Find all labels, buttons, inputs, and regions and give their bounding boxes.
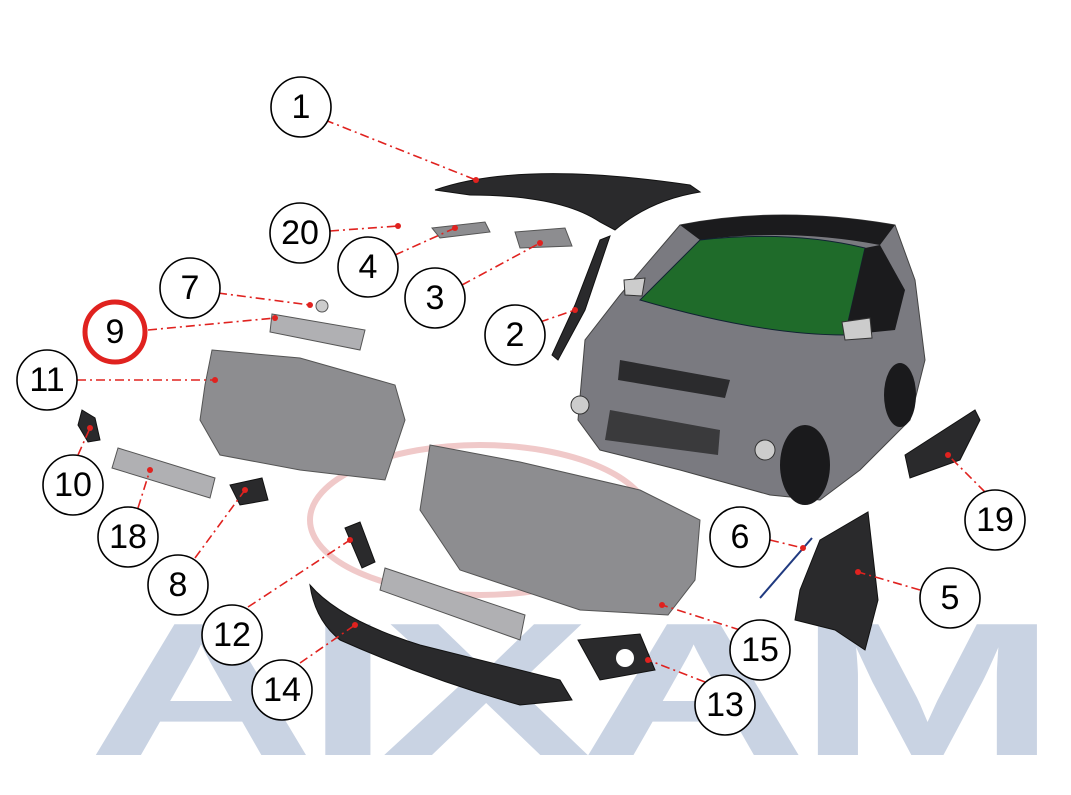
callout-6: 6 (709, 506, 771, 568)
part-lower-grille (379, 567, 526, 641)
callout-8: 8 (147, 554, 209, 616)
callout-7: 7 (159, 257, 221, 319)
part-badge (315, 299, 329, 313)
callout-3: 3 (404, 267, 466, 329)
svg-text:2: 2 (506, 316, 525, 354)
part-grille (269, 313, 366, 351)
callout-15: 15 (729, 619, 791, 681)
car-illustration (570, 214, 926, 505)
svg-text:20: 20 (281, 214, 319, 252)
part-roof (434, 173, 702, 231)
svg-text:10: 10 (54, 466, 92, 504)
part-fog-cover-8 (229, 477, 269, 506)
callout-5: 5 (919, 567, 981, 629)
callout-13: 13 (694, 674, 756, 736)
callout-4: 4 (337, 236, 399, 298)
callout-19: 19 (964, 489, 1026, 551)
part-roof-bracket-3 (514, 227, 573, 249)
part-lower-grille-18 (111, 447, 216, 499)
part-fog-hole (616, 649, 634, 667)
svg-text:7: 7 (181, 269, 200, 307)
part-front-bumper-11 (199, 349, 406, 481)
callout-11: 11 (16, 349, 78, 411)
svg-text:8: 8 (169, 566, 188, 604)
svg-text:1: 1 (292, 88, 311, 126)
svg-text:5: 5 (941, 579, 960, 617)
svg-text:12: 12 (213, 616, 251, 654)
part-bracket-12 (344, 521, 376, 569)
callout-20: 20 (269, 202, 331, 264)
svg-text:14: 14 (263, 671, 301, 709)
leader-lines (77, 119, 986, 683)
part-front-bumper-15 (419, 444, 701, 616)
part-pillar-trim (551, 235, 611, 361)
part-fender-5 (794, 511, 879, 651)
svg-text:9: 9 (106, 313, 125, 351)
part-roof-bracket-4 (431, 221, 491, 239)
svg-text:15: 15 (741, 631, 779, 669)
part-bracket-19 (904, 409, 981, 479)
callout-10: 10 (42, 454, 104, 516)
svg-text:3: 3 (426, 279, 445, 317)
callout-9: 9 (82, 299, 148, 365)
svg-text:4: 4 (359, 248, 378, 286)
svg-text:13: 13 (706, 686, 744, 724)
svg-text:19: 19 (976, 501, 1014, 539)
callout-12: 12 (201, 604, 263, 666)
callout-14: 14 (251, 659, 313, 721)
svg-text:11: 11 (29, 361, 64, 399)
callout-1: 1 (270, 76, 332, 138)
svg-text:18: 18 (109, 518, 147, 556)
part-spoiler-14 (309, 583, 573, 706)
svg-text:6: 6 (731, 518, 750, 556)
callout-2: 2 (484, 304, 546, 366)
callout-18: 18 (97, 506, 159, 568)
